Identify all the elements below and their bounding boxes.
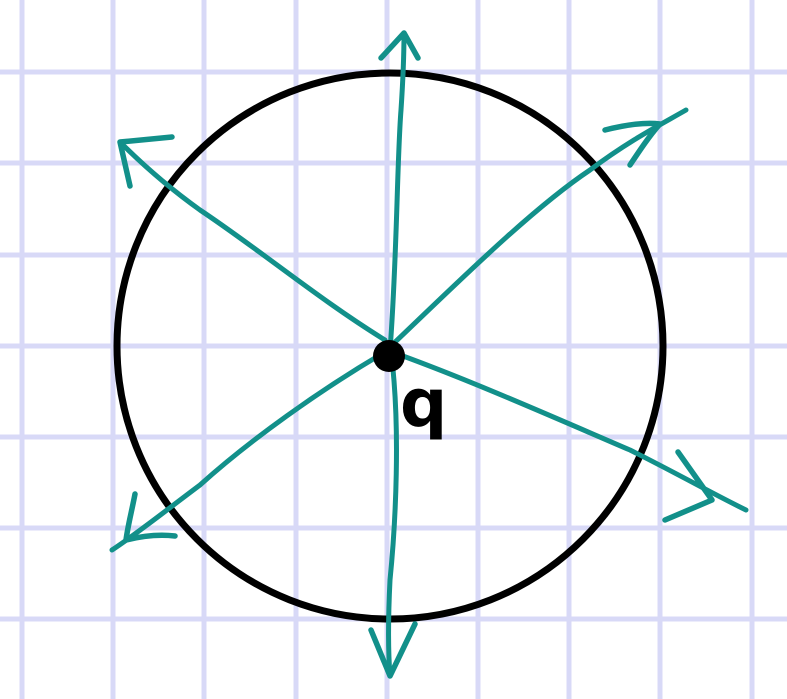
arrowhead-icon [117,134,175,189]
arrowhead-icon [368,621,418,679]
field-line-up [378,30,421,353]
arrowhead-icon [378,30,421,61]
arrowhead-icon [662,449,715,523]
field-line-ray [386,357,399,679]
field-line-lower-right [389,349,749,523]
field-line-upper-left [117,134,388,343]
field-line-upper-right [389,107,689,348]
field-line-ray [117,139,388,343]
field-line-ray [109,349,388,553]
arrowhead-icon [123,491,178,543]
point-charge-dot-icon [373,340,405,372]
field-line-ray [387,30,407,353]
field-line-lower-left [109,349,388,553]
charge-label: q [400,365,447,442]
field-lines [109,30,749,679]
field-line-down [368,357,418,679]
arrowhead-icon [602,120,663,168]
